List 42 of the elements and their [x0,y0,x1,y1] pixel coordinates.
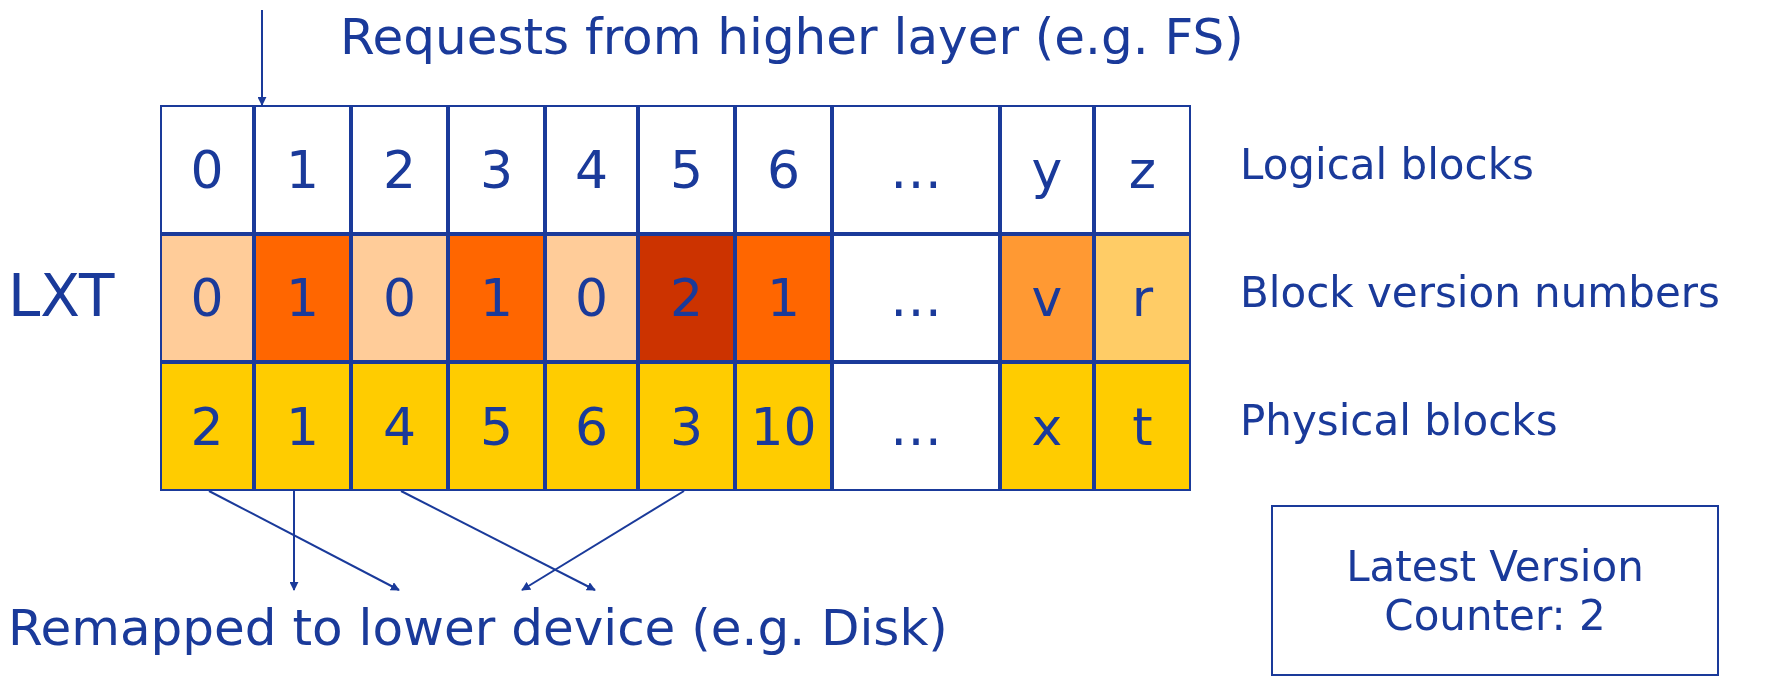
block-cell: 0 [351,234,448,362]
block-cell: 6 [545,362,638,491]
arrow [257,9,267,106]
block-cell: 1 [254,362,351,491]
block-cell: 0 [160,234,254,362]
block-cell: 4 [545,105,638,234]
arrow [208,490,400,591]
block-cell: … [832,234,1000,362]
arrow [400,490,596,591]
block-cell: 2 [160,362,254,491]
block-cell: z [1094,105,1191,234]
block-cell: 4 [351,362,448,491]
block-cell: 2 [638,234,735,362]
row-label: Logical blocks [1240,140,1534,189]
block-cell: 1 [448,234,545,362]
block-cell: x [1000,362,1094,491]
caption-text: Requests from higher layer (e.g. FS) [340,8,1244,66]
arrow [289,490,299,591]
block-cell: r [1094,234,1191,362]
row-label: Physical blocks [1240,396,1558,445]
block-cell: 1 [254,105,351,234]
block-cell: y [1000,105,1094,234]
block-cell: 3 [448,105,545,234]
block-cell: … [832,105,1000,234]
block-cell: … [832,362,1000,491]
block-cell: 6 [735,105,832,234]
block-cell: 2 [351,105,448,234]
caption-text: Remapped to lower device (e.g. Disk) [8,590,958,666]
block-cell: 3 [638,362,735,491]
arrow [521,490,685,591]
block-cell: 1 [254,234,351,362]
counter-box: Latest Version Counter: 2 [1271,505,1719,676]
block-cell: 0 [160,105,254,234]
block-cell: 0 [545,234,638,362]
block-cell: 5 [448,362,545,491]
block-cell: 5 [638,105,735,234]
block-cell: 1 [735,234,832,362]
table-label: LXT [8,262,115,330]
block-cell: 10 [735,362,832,491]
block-cell: t [1094,362,1191,491]
row-label: Block version numbers [1240,268,1720,317]
block-cell: v [1000,234,1094,362]
